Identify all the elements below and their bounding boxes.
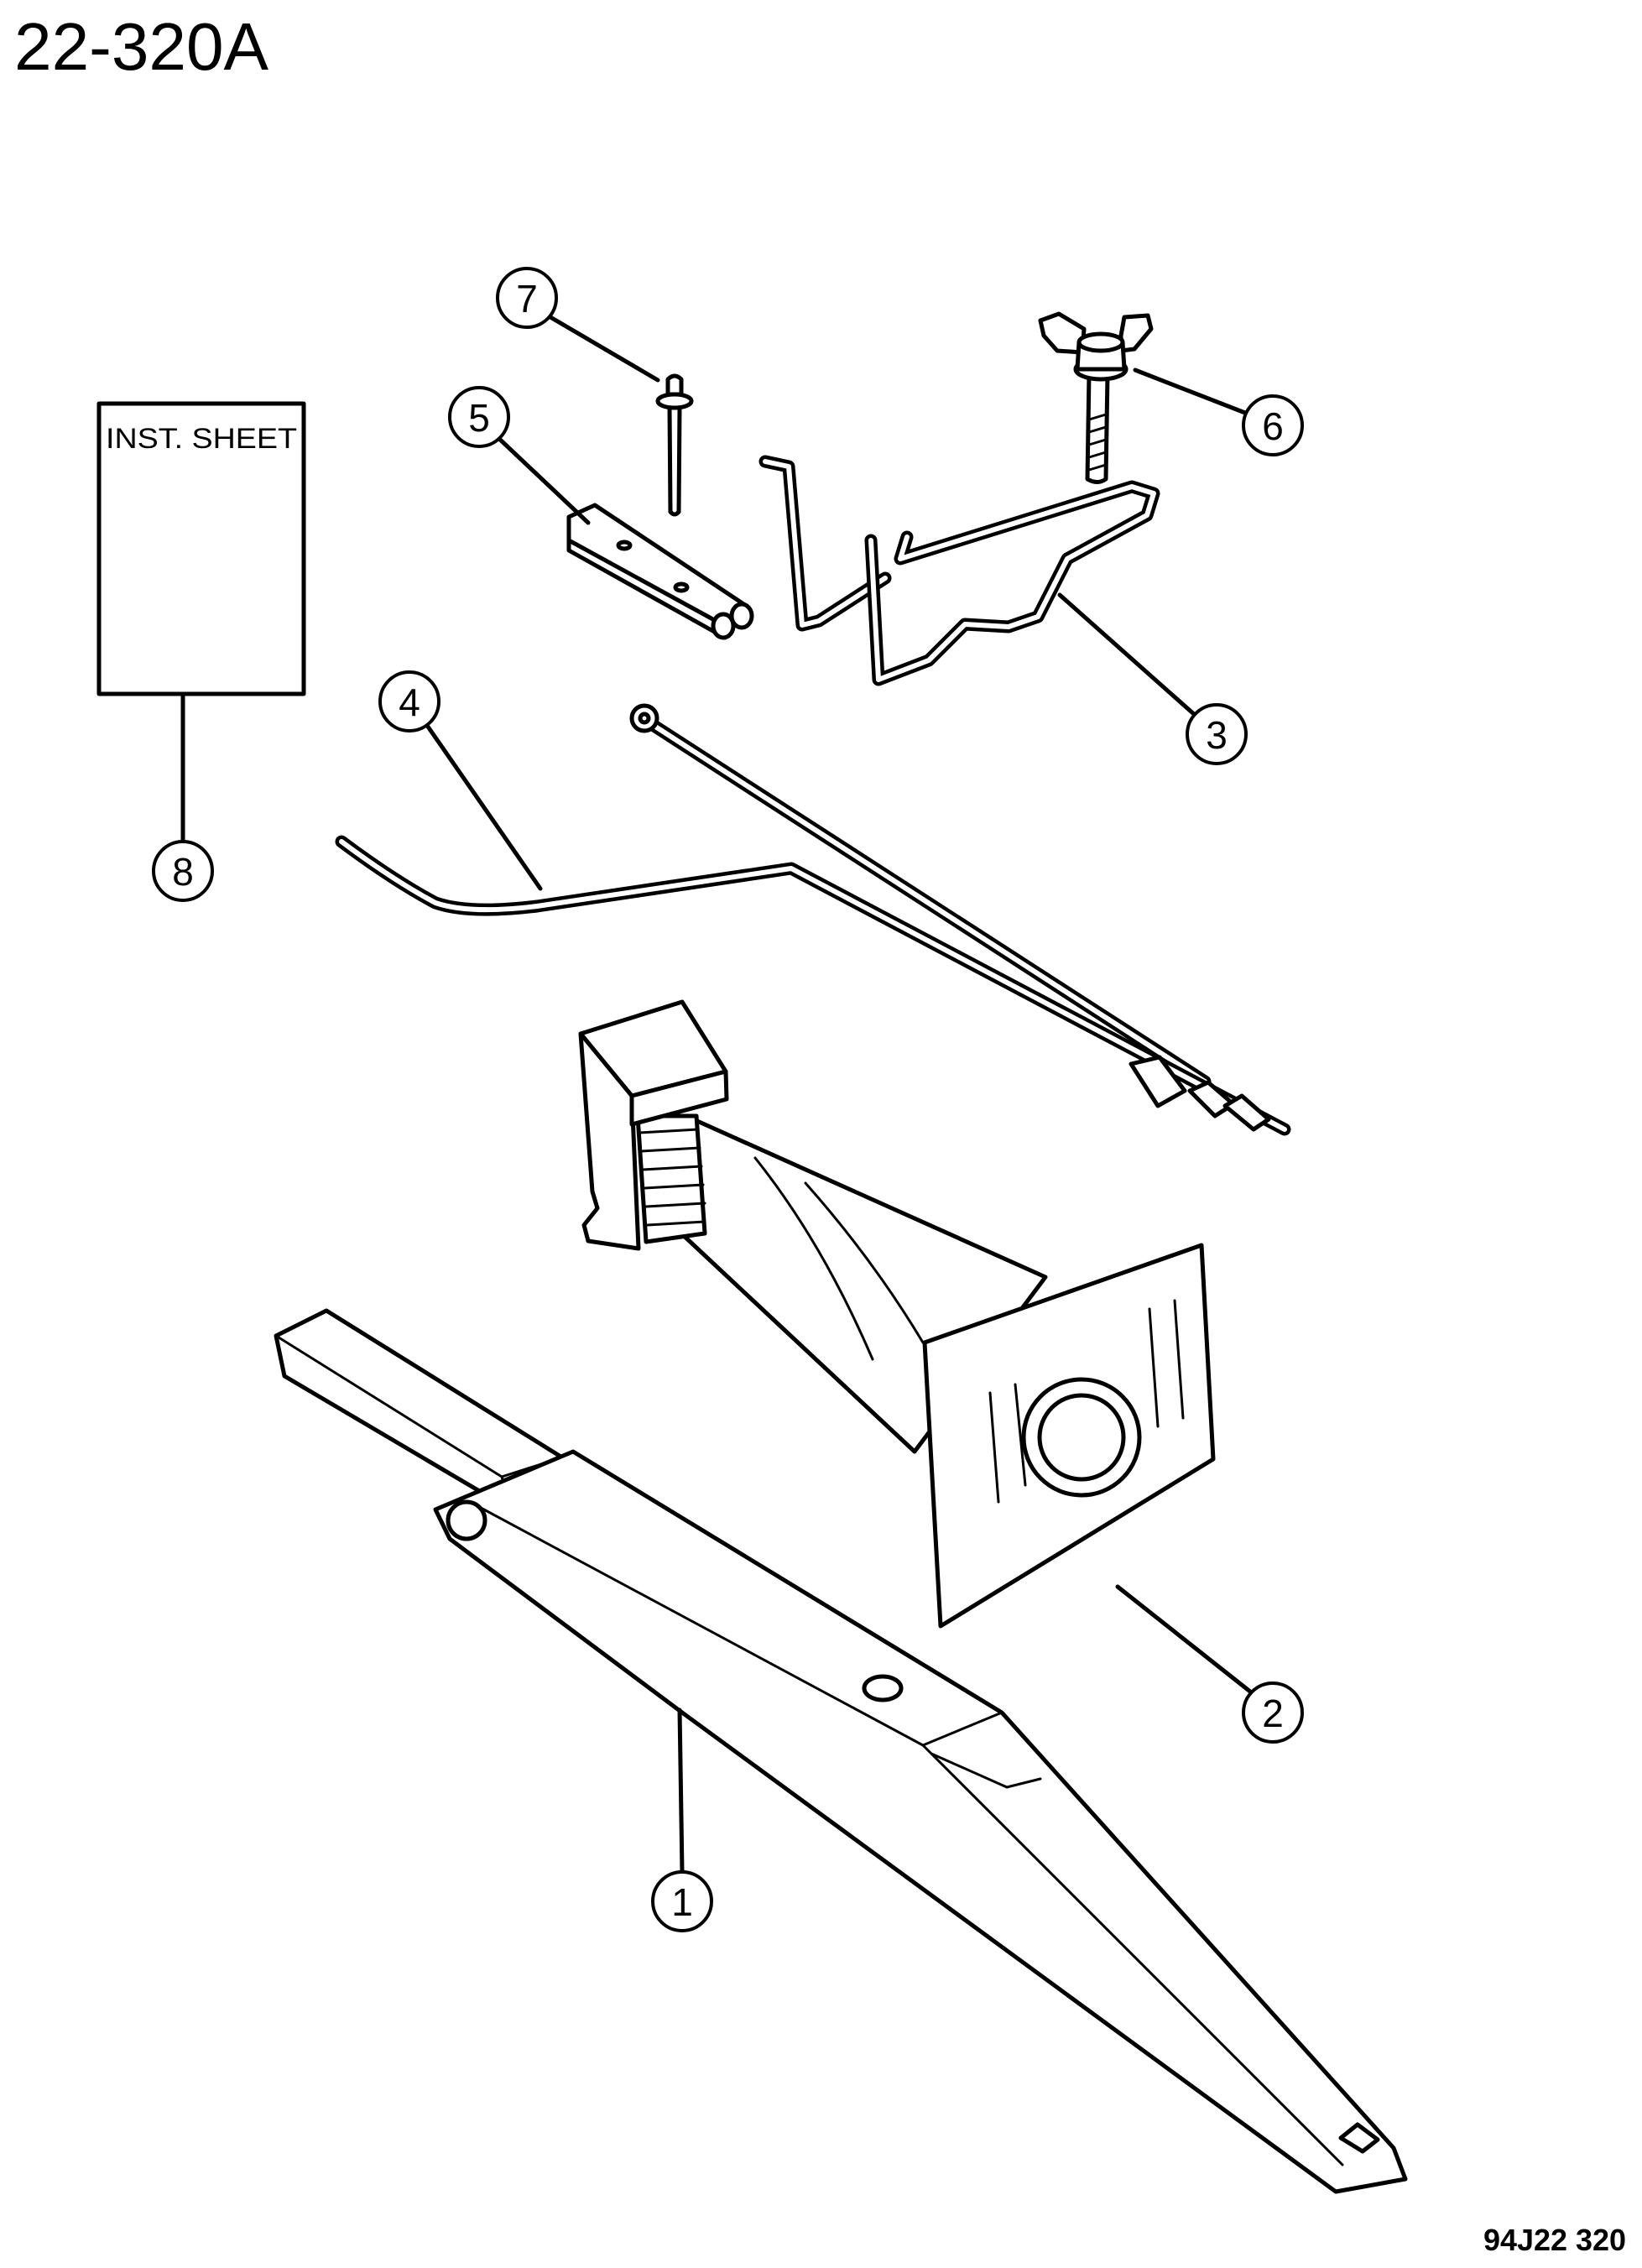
base-beam-edges (468, 1500, 1344, 2166)
callout-8: 8 (152, 840, 214, 902)
jack-screw-threads (638, 1128, 706, 1227)
leader-3 (1057, 592, 1197, 717)
wing-nut-top (1076, 331, 1125, 353)
callout-number: 6 (1262, 404, 1284, 448)
callout-4: 4 (378, 670, 440, 733)
part-1-jack-base (274, 1308, 1408, 2194)
bracket-hole (616, 540, 633, 551)
rivet-flange (655, 392, 694, 410)
figure-id: 22-320A (14, 9, 269, 84)
callout-5: 5 (448, 386, 510, 448)
callout-3: 3 (1186, 703, 1248, 765)
handle-fitting (1129, 1055, 1187, 1108)
leader-2 (1115, 1584, 1253, 1694)
leader-lines (180, 315, 1253, 1874)
callout-number: 4 (399, 680, 420, 724)
callout-number: 5 (468, 396, 490, 440)
base-pivot-pin (446, 1499, 487, 1541)
callout-number: 2 (1262, 1692, 1284, 1735)
callout-7: 7 (496, 267, 558, 329)
base-beam (433, 1449, 1408, 2194)
leader-5 (496, 435, 591, 525)
drawing-code: 94J22 320 (1483, 2223, 1626, 2257)
callout-1: 1 (651, 1870, 713, 1932)
callout-2: 2 (1242, 1681, 1304, 1744)
wing-left (1038, 311, 1087, 355)
wire-frame (864, 480, 1160, 686)
bracket-hinge (711, 612, 736, 640)
callout-number: 8 (172, 850, 194, 894)
part-6-wing-bolt (1038, 311, 1154, 484)
bracket-hole (673, 581, 690, 593)
leader-7 (548, 315, 660, 383)
rivet-head (665, 373, 684, 397)
callout-number: 3 (1206, 713, 1228, 757)
leader-1 (677, 1708, 685, 1874)
callout-number: 1 (671, 1880, 693, 1924)
leader-4 (425, 724, 543, 891)
base-slot (1338, 2122, 1380, 2154)
part-8-instruction-sheet: INST. SHEET (96, 401, 306, 696)
jack-plate-boss-inner (1037, 1393, 1126, 1482)
instruction-sheet-label: INST. SHEET (106, 423, 297, 455)
bracket-hinge (729, 602, 754, 630)
part-7-rivet (655, 373, 694, 517)
handle-fitting (1222, 1093, 1271, 1132)
callout-number: 7 (516, 277, 538, 321)
instruction-sheet-box (96, 401, 306, 696)
bolt-threads (1087, 413, 1108, 472)
part-3-wire-bracket (758, 455, 1160, 686)
part-2-jack (578, 999, 1216, 1629)
handle-fitting (1187, 1080, 1236, 1118)
wing-right (1118, 313, 1154, 353)
leader-6 (1133, 368, 1248, 415)
part-5-bracket (566, 503, 754, 640)
part-4-jack-handle (335, 703, 1291, 1136)
base-hole (862, 1674, 904, 1702)
rivet-shank (667, 405, 682, 517)
jack-plate-ribs (988, 1299, 1185, 1504)
jack-body-shading (753, 1156, 925, 1361)
jack-saddle-side (629, 1069, 729, 1127)
callout-6: 6 (1242, 394, 1304, 456)
